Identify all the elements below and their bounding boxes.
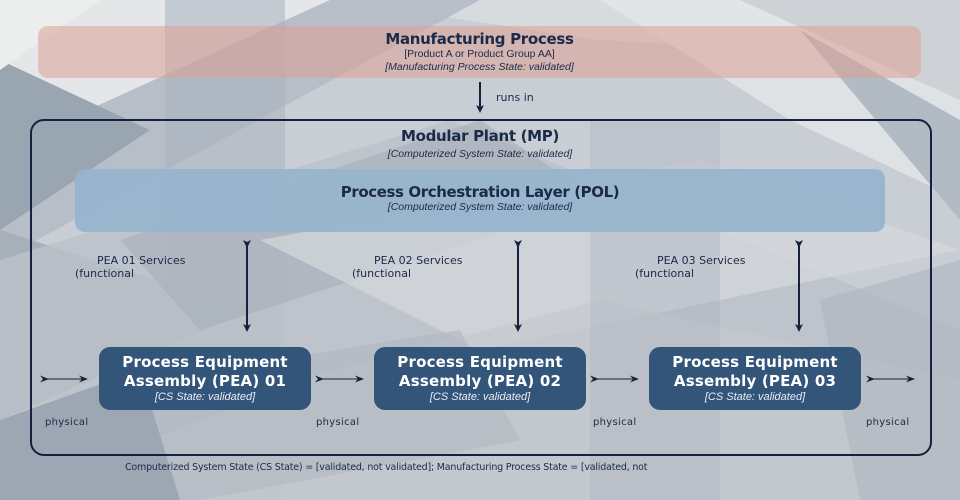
process-orchestration-layer-box: Process Orchestration Layer (POL) [Compu… xyxy=(75,169,885,232)
pea-01-box: Process Equipment Assembly (PEA) 01 [CS … xyxy=(99,347,311,410)
pea-state: [CS State: validated] xyxy=(154,391,256,403)
services-label-line1: PEA 02 Services xyxy=(374,254,463,267)
pea-title-line1: Process Equipment xyxy=(672,353,838,371)
pea-state: [CS State: validated] xyxy=(429,391,531,403)
pea-03-services-label: PEA 03 Services (functional xyxy=(635,254,745,280)
manufacturing-process-product: [Product A or Product Group AA] xyxy=(404,48,555,60)
physical-label: physical xyxy=(593,417,637,428)
physical-label: physical xyxy=(45,417,89,428)
pol-state: [Computerized System State: validated] xyxy=(387,201,573,213)
services-label-line2: (functional xyxy=(352,267,412,280)
footer-legend-note: Computerized System State (CS State) = [… xyxy=(125,462,648,473)
services-label-line1: PEA 03 Services xyxy=(657,254,746,267)
pea-title-line1: Process Equipment xyxy=(397,353,563,371)
pea-title-line1: Process Equipment xyxy=(122,353,288,371)
manufacturing-process-title: Manufacturing Process xyxy=(385,30,574,48)
pea-02-services-label: PEA 02 Services (functional xyxy=(352,254,462,280)
pea-title-line2: Assembly (PEA) 01 xyxy=(123,372,287,390)
pea-03-box: Process Equipment Assembly (PEA) 03 [CS … xyxy=(649,347,861,410)
modular-plant-state: [Computerized System State: validated] xyxy=(387,148,573,160)
pea-title-line2: Assembly (PEA) 02 xyxy=(398,372,562,390)
pea-02-box: Process Equipment Assembly (PEA) 02 [CS … xyxy=(374,347,586,410)
modular-plant-container xyxy=(30,119,932,456)
pea-title-line2: Assembly (PEA) 03 xyxy=(673,372,837,390)
physical-label: physical xyxy=(866,417,910,428)
manufacturing-process-state: [Manufacturing Process State: validated] xyxy=(385,61,574,73)
services-label-line2: (functional xyxy=(635,267,695,280)
manufacturing-process-box: Manufacturing Process [Product A or Prod… xyxy=(38,26,921,78)
pea-state: [CS State: validated] xyxy=(704,391,806,403)
pol-title: Process Orchestration Layer (POL) xyxy=(340,183,620,201)
modular-plant-title: Modular Plant (MP) xyxy=(400,127,560,145)
pea-01-services-label: PEA 01 Services (functional xyxy=(75,254,185,280)
runs-in-label: runs in xyxy=(496,91,534,104)
services-label-line2: (functional xyxy=(75,267,135,280)
physical-label: physical xyxy=(316,417,360,428)
services-label-line1: PEA 01 Services xyxy=(97,254,186,267)
